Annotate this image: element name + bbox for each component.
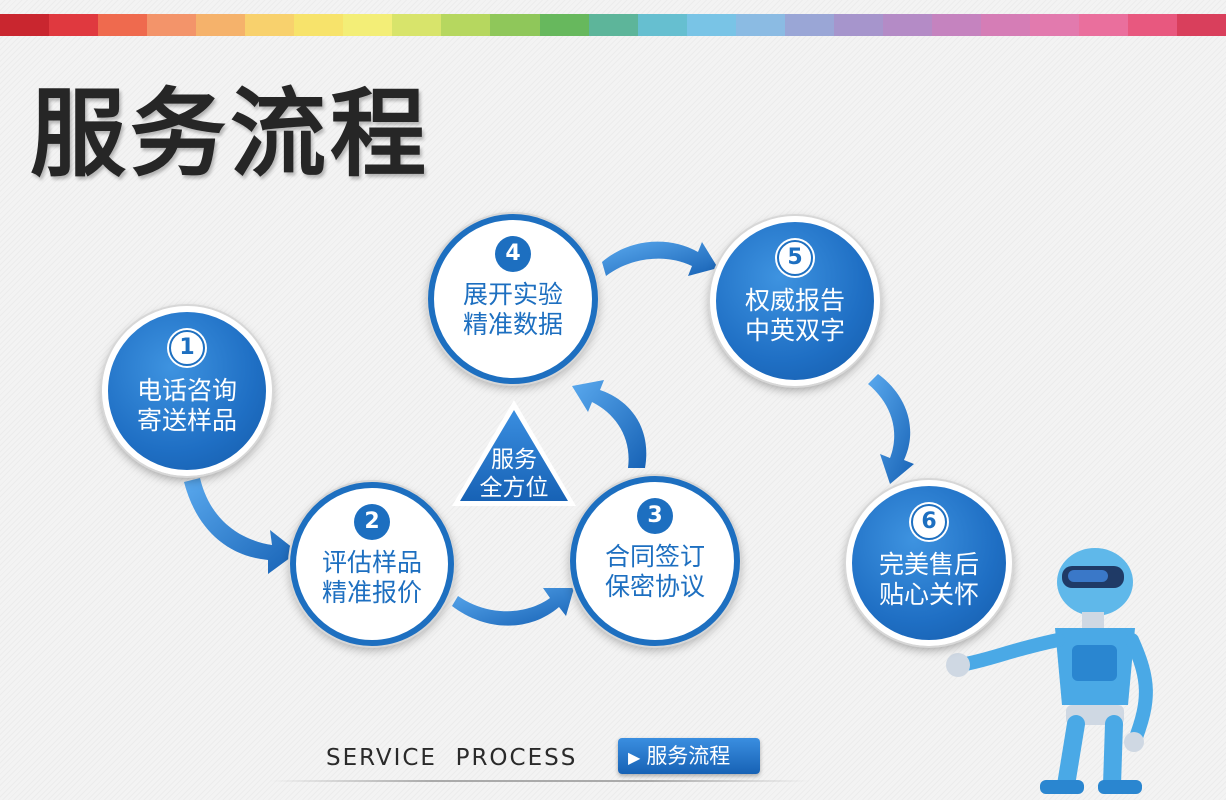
stripe-segment bbox=[49, 14, 99, 36]
step-4-number: 4 bbox=[497, 238, 529, 270]
step-1-circle: 1 电话咨询 寄送样品 bbox=[102, 306, 272, 476]
step-6-line2: 贴心关怀 bbox=[878, 580, 979, 609]
stripe-segment bbox=[980, 14, 1030, 36]
stripe-segment bbox=[1128, 14, 1178, 36]
stripe-segment bbox=[1029, 14, 1080, 36]
arrow-1-to-2 bbox=[184, 478, 298, 574]
arrow-3-to-4 bbox=[572, 380, 647, 468]
step-5-number: 5 bbox=[777, 240, 813, 276]
stripe-segment bbox=[343, 14, 393, 36]
footer-divider bbox=[270, 780, 810, 782]
step-3-line1: 合同签订 bbox=[604, 542, 705, 571]
stripe-segment bbox=[637, 14, 687, 36]
step-5-circle: 5 权威报告 中英双字 bbox=[710, 216, 880, 386]
step-3-number: 3 bbox=[639, 500, 671, 532]
arrow-2-to-3 bbox=[452, 588, 574, 626]
page-title: 服务流程 bbox=[30, 77, 430, 190]
stripe-segment bbox=[1177, 14, 1226, 36]
service-process-button-label: 服务流程 bbox=[646, 744, 731, 768]
step-1-line1: 电话咨询 bbox=[136, 376, 237, 405]
center-label: 服务 全方位 bbox=[468, 446, 560, 502]
stripe-segment bbox=[392, 14, 442, 36]
step-4-line2: 精准数据 bbox=[462, 310, 563, 339]
arrow-4-to-5 bbox=[602, 241, 718, 276]
center-triangle bbox=[452, 400, 576, 506]
service-process-button[interactable]: ▶ 服务流程 bbox=[618, 738, 760, 774]
stripe-segment bbox=[784, 14, 834, 36]
stripe-segment bbox=[147, 14, 197, 36]
stripe-segment bbox=[686, 14, 736, 36]
arrow-5-to-6 bbox=[868, 374, 914, 484]
stripe-segment bbox=[931, 14, 981, 36]
step-3-circle: 3 合同签订 保密协议 bbox=[570, 476, 740, 646]
stripe-segment bbox=[490, 14, 540, 36]
step-6-number: 6 bbox=[911, 504, 947, 540]
step-5-line2: 中英双字 bbox=[744, 316, 845, 345]
rainbow-stripe bbox=[0, 14, 1226, 36]
step-2-number: 2 bbox=[356, 506, 388, 538]
stripe-segment bbox=[294, 14, 344, 36]
stripe-segment bbox=[588, 14, 638, 36]
step-1-number: 1 bbox=[169, 330, 205, 366]
footer-english-title: SERVICE PROCESS bbox=[326, 745, 578, 771]
center-label-line2: 全方位 bbox=[479, 475, 549, 501]
step-6-line1: 完美售后 bbox=[878, 550, 979, 579]
step-3-line2: 保密协议 bbox=[604, 572, 705, 601]
stripe-segment bbox=[833, 14, 883, 36]
step-4-circle: 4 展开实验 精准数据 bbox=[428, 214, 598, 384]
stripe-segment bbox=[539, 14, 589, 36]
step-1-line2: 寄送样品 bbox=[136, 406, 237, 435]
stripe-segment bbox=[196, 14, 246, 36]
step-2-line1: 评估样品 bbox=[321, 548, 422, 577]
step-4-line1: 展开实验 bbox=[462, 280, 563, 309]
play-icon: ▶ bbox=[628, 748, 641, 767]
step-6-circle: 6 完美售后 贴心关怀 bbox=[846, 480, 1012, 646]
stripe-segment bbox=[98, 14, 148, 36]
step-5-line1: 权威报告 bbox=[744, 286, 845, 315]
step-2-circle: 2 评估样品 精准报价 bbox=[290, 482, 454, 646]
stripe-segment bbox=[0, 14, 50, 36]
stripe-segment bbox=[441, 14, 491, 36]
stripe-segment bbox=[1079, 14, 1129, 36]
stripe-segment bbox=[245, 14, 295, 36]
stripe-segment bbox=[735, 14, 785, 36]
stripe-segment bbox=[882, 14, 932, 36]
center-label-line1: 服务 bbox=[491, 447, 537, 473]
robot-illustration bbox=[946, 548, 1153, 794]
step-2-line2: 精准报价 bbox=[321, 578, 422, 607]
